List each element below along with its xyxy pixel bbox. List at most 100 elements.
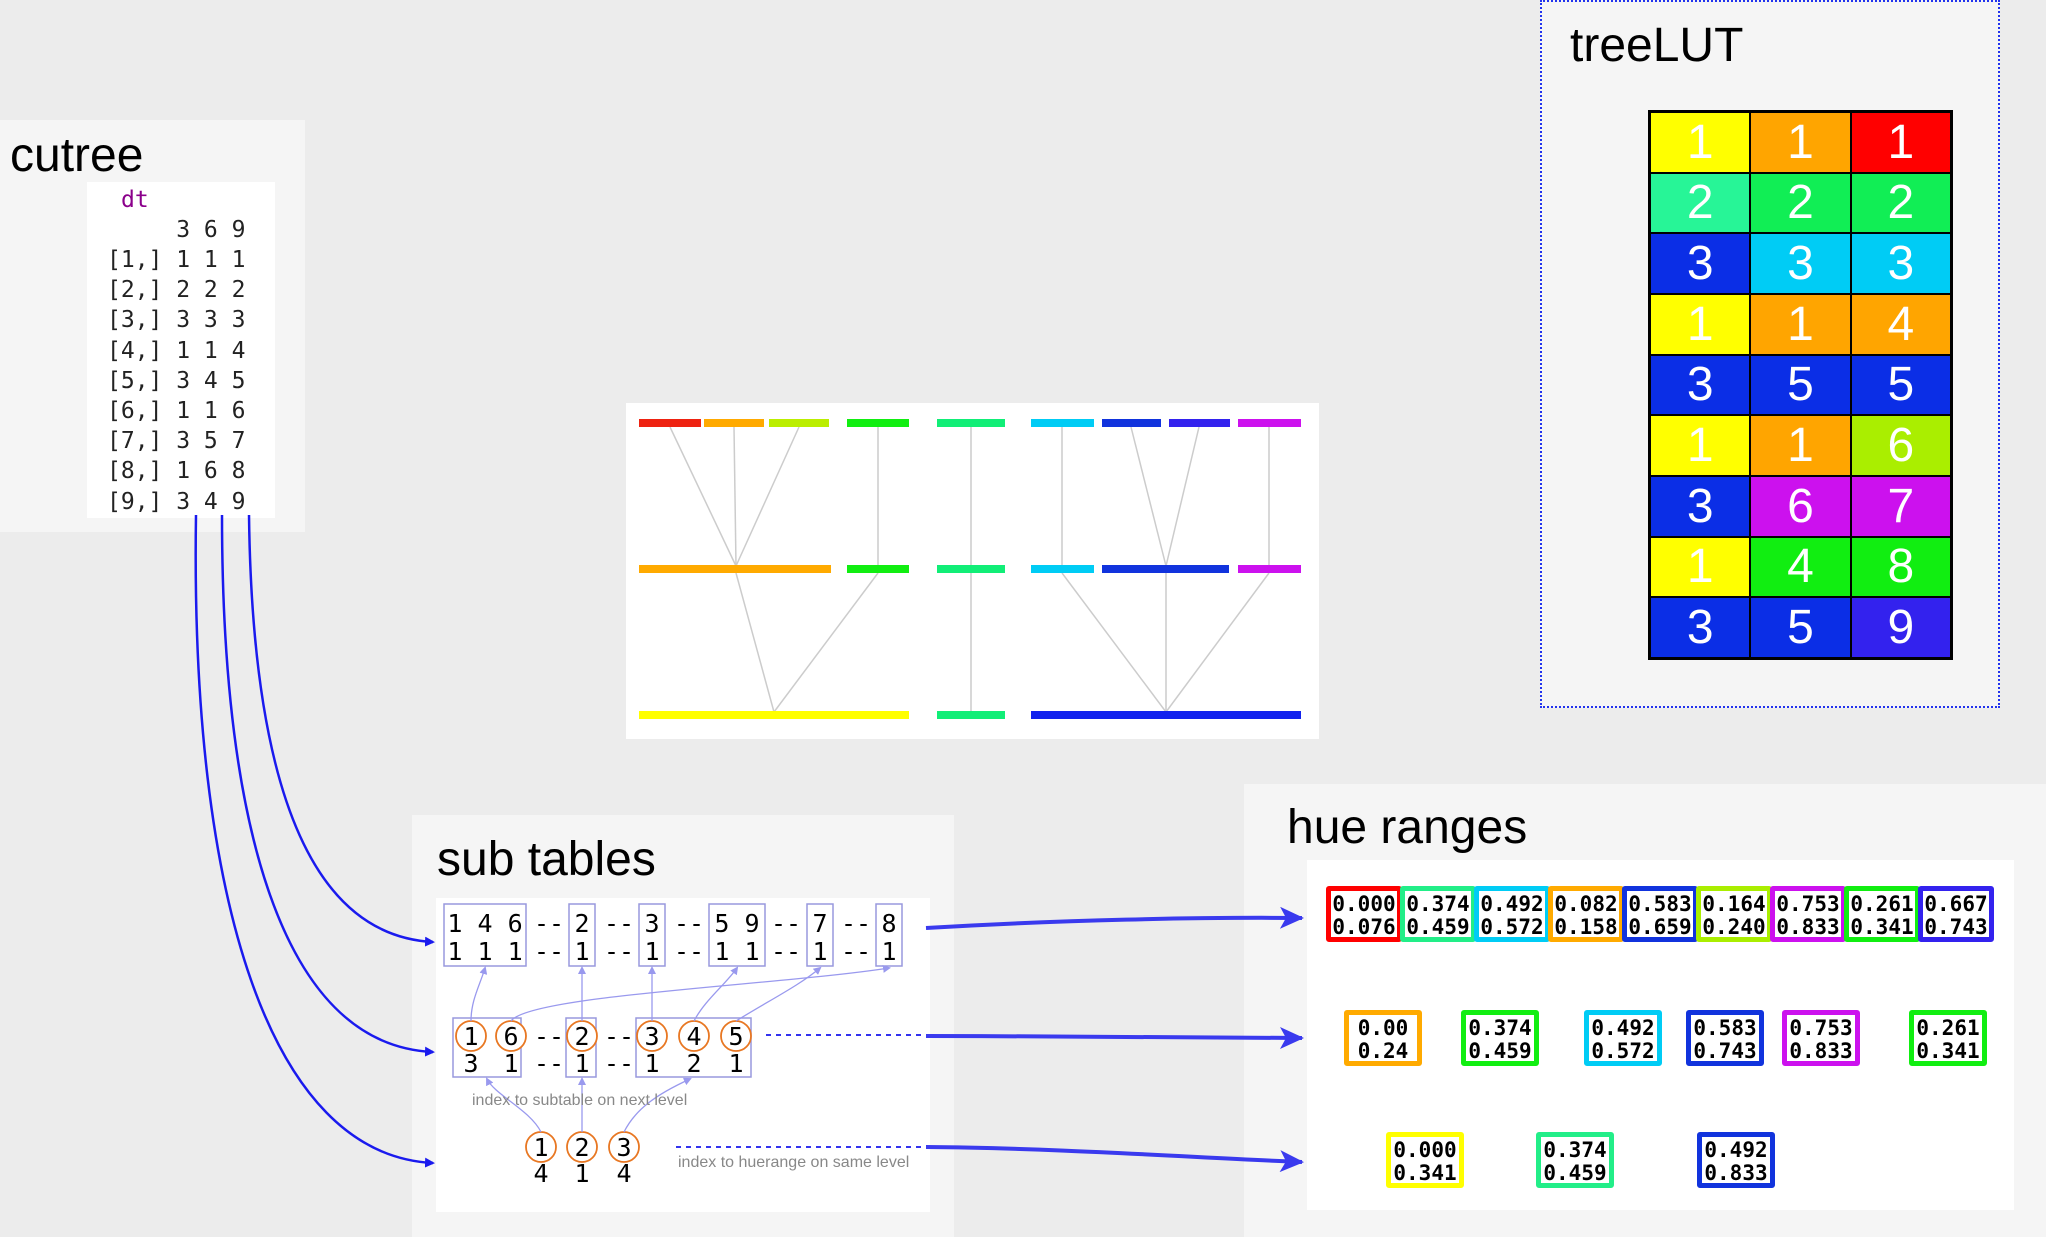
treelut-cell: 1 (1750, 415, 1851, 476)
treelut-cell: 3 (1850, 233, 1951, 294)
hue-range-start: 0.667 (1924, 892, 1988, 916)
cutree-row: [2,] 2 2 2 (107, 277, 246, 304)
dendrogram-panel (626, 403, 1319, 739)
tree-link (1061, 572, 1167, 713)
cutree-title: cutree (10, 129, 144, 182)
treelut-cell: 1 (1850, 112, 1951, 173)
hue-range-end: 0.341 (1916, 1039, 1980, 1063)
hue-range-start: 0.082 (1554, 892, 1618, 916)
tree-link (735, 426, 800, 567)
treelut-cell: 1 (1650, 415, 1751, 476)
tree-link (1165, 572, 1270, 713)
treelut-cell: 2 (1750, 172, 1851, 234)
hue-range-start: 0.583 (1693, 1016, 1757, 1040)
hue-range-start: 0.492 (1591, 1016, 1655, 1040)
cutree-row: [6,] 1 1 6 (107, 398, 246, 425)
cutree-row: [1,] 1 1 1 (107, 247, 246, 273)
hue-range-start: 0.164 (1702, 892, 1766, 916)
treelut-cell: 3 (1750, 233, 1851, 294)
treelut-cell: 3 (1650, 476, 1751, 537)
hue-range-start: 0.374 (1543, 1138, 1607, 1162)
arrow-col6-to-level2 (220, 514, 435, 1057)
tree-link (773, 572, 879, 713)
treelut-cell: 4 (1850, 294, 1951, 355)
hue-range-start: 0.492 (1480, 892, 1544, 916)
hue-range-end: 0.240 (1702, 915, 1766, 939)
treelut-cell: 9 (1850, 597, 1951, 658)
hue-range-end: 0.833 (1789, 1039, 1853, 1063)
hueranges-title: hue ranges (1287, 801, 1528, 854)
hue-range-end: 0.158 (1554, 915, 1618, 939)
hue-range-end: 0.743 (1693, 1039, 1757, 1063)
treelut-cell: 6 (1750, 476, 1851, 537)
treelut-cell: 5 (1750, 597, 1851, 658)
tree-link (735, 572, 775, 713)
treelut-cell: 3 (1650, 354, 1751, 416)
cutree-row: [9,] 3 4 9 (107, 488, 246, 515)
treelut-cell: 1 (1650, 112, 1751, 173)
hue-range-start: 0.000 (1332, 892, 1396, 916)
subtables-title: sub tables (437, 833, 656, 886)
note-same-level: index to huerange on same level (678, 1154, 910, 1171)
cutree-row: [4,] 1 1 4 (107, 337, 246, 364)
treelut-cell: 2 (1650, 172, 1751, 234)
treelut-cell: 1 (1650, 536, 1751, 598)
cutree-header: 3 6 9 (107, 217, 246, 243)
hue-range-start: 0.261 (1850, 892, 1914, 916)
treelut-cell: 1 (1750, 294, 1851, 355)
hue-range-end: 0.659 (1628, 915, 1692, 939)
hue-range-end: 0.459 (1543, 1161, 1607, 1185)
cutree-row: [7,] 3 5 7 (107, 428, 246, 455)
treelut-cell: 8 (1850, 536, 1951, 598)
hue-range-start: 0.374 (1468, 1016, 1532, 1040)
hue-range-end: 0.341 (1393, 1161, 1457, 1185)
hue-range-start: 0.753 (1776, 892, 1840, 916)
dendrogram (639, 419, 1301, 719)
arrow-col9-to-level1 (247, 514, 435, 947)
hue-range-start: 0.753 (1789, 1016, 1853, 1040)
treelut-cell: 7 (1850, 476, 1951, 537)
treelut-cell: 3 (1650, 597, 1751, 658)
cutree-rows: [1,] 1 1 1[2,] 2 2 2[3,] 3 3 3[4,] 1 1 4… (107, 245, 245, 517)
cutree-var-name: dt (121, 187, 149, 213)
cutree-output: dt 3 6 9 [1,] 1 1 1[2,] 2 2 2[3,] 3 3 3[… (87, 182, 275, 518)
treelut-cell: 5 (1850, 354, 1951, 416)
hue-range-end: 0.341 (1850, 915, 1914, 939)
hue-range-start: 0.374 (1406, 892, 1470, 916)
hue-range-end: 0.24 (1357, 1039, 1409, 1063)
hue-range-start: 0.492 (1704, 1138, 1768, 1162)
hue-range-end: 0.572 (1480, 915, 1544, 939)
hue-range-end: 0.833 (1704, 1161, 1768, 1185)
treelut-cell: 4 (1750, 536, 1851, 598)
hue-range-end: 0.572 (1591, 1039, 1655, 1063)
tree-link (1165, 426, 1200, 567)
treelut-cell: 5 (1750, 354, 1851, 416)
tree-link (733, 426, 737, 567)
treelut-cell: 2 (1850, 172, 1951, 234)
tree-link (669, 426, 737, 567)
hue-range-end: 0.833 (1776, 915, 1840, 939)
note-next-level: index to subtable on next level (472, 1092, 688, 1109)
hue-range-start: 0.00 (1357, 1016, 1409, 1040)
hue-range-end: 0.459 (1406, 915, 1470, 939)
hue-range-end: 0.743 (1924, 915, 1988, 939)
hue-range-start: 0.583 (1628, 892, 1692, 916)
tree-link (1130, 426, 1167, 567)
treelut-title: treeLUT (1570, 19, 1744, 72)
